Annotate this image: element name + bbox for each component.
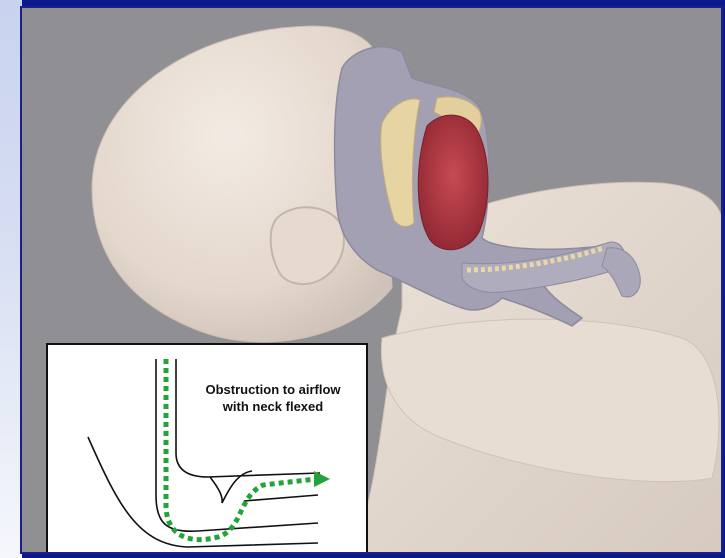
- airway-wall-inner: [176, 359, 320, 477]
- illustration-scene: Obstruction to airflow with neck flexed: [20, 6, 723, 554]
- inset-caption: Obstruction to airflow with neck flexed: [178, 381, 368, 415]
- airway-wall-lower: [244, 495, 318, 501]
- airflow-inset-diagram: Obstruction to airflow with neck flexed: [46, 343, 368, 554]
- tongue: [418, 115, 488, 250]
- inset-caption-line1: Obstruction to airflow: [178, 381, 368, 398]
- airflow-arrowhead: [314, 471, 330, 487]
- airflow-diagram: [48, 345, 366, 554]
- left-gradient-strip: [0, 0, 22, 558]
- inset-caption-line2: with neck flexed: [178, 398, 368, 415]
